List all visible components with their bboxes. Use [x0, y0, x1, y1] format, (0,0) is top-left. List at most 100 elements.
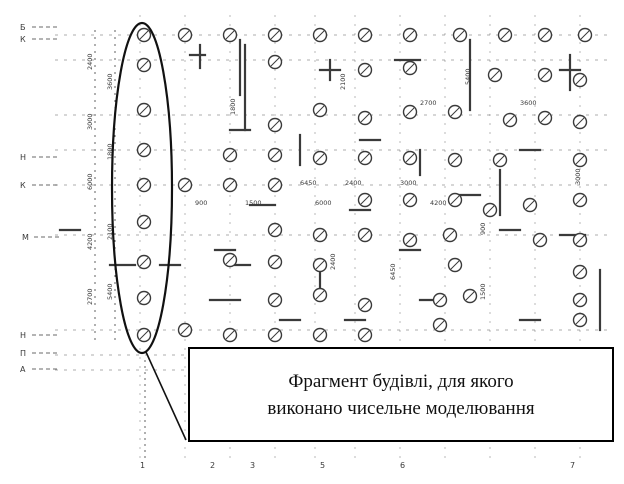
column-axis-label: 7	[570, 461, 575, 470]
column-hatch	[225, 150, 235, 160]
dimension-label: 2100	[106, 223, 114, 240]
column-marker	[177, 27, 193, 43]
column-marker	[136, 254, 152, 270]
column-axis-label: 5	[320, 461, 325, 470]
column-hatch	[505, 115, 515, 125]
column-marker	[267, 177, 283, 193]
column-hatch	[405, 153, 415, 163]
column-marker	[136, 177, 152, 193]
column-marker	[136, 142, 152, 158]
column-hatch	[360, 153, 370, 163]
column-hatch	[315, 330, 325, 340]
column-marker	[267, 292, 283, 308]
column-hatch	[575, 235, 585, 245]
column-hatch	[270, 330, 280, 340]
column-hatch	[270, 257, 280, 267]
column-hatch	[540, 113, 550, 123]
dimension-label: 3000	[400, 179, 417, 187]
column-hatch	[485, 205, 495, 215]
column-hatch	[139, 60, 149, 70]
column-hatch	[500, 30, 510, 40]
column-hatch	[360, 113, 370, 123]
column-hatch	[225, 180, 235, 190]
column-hatch	[225, 255, 235, 265]
callout-text-line-2: виконано чисельне моделювання	[267, 397, 535, 419]
column-hatch	[405, 30, 415, 40]
column-hatch	[580, 30, 590, 40]
column-marker	[447, 192, 463, 208]
column-hatch	[575, 315, 585, 325]
column-hatch	[450, 155, 460, 165]
dimension-label: 3600	[106, 73, 114, 90]
column-marker	[267, 147, 283, 163]
dimension-label: 6000	[315, 199, 332, 207]
column-marker	[487, 67, 503, 83]
dimension-label: 900	[479, 223, 487, 235]
column-hatch	[225, 330, 235, 340]
column-hatch	[360, 330, 370, 340]
column-hatch	[139, 257, 149, 267]
column-marker	[267, 222, 283, 238]
column-marker	[222, 177, 238, 193]
column-hatch	[450, 107, 460, 117]
column-marker	[462, 288, 478, 304]
column-marker	[572, 232, 588, 248]
column-marker	[357, 192, 373, 208]
column-marker	[267, 327, 283, 343]
column-hatch	[465, 291, 475, 301]
column-marker	[177, 177, 193, 193]
column-marker	[402, 192, 418, 208]
column-hatch	[270, 57, 280, 67]
column-marker	[177, 322, 193, 338]
column-hatch	[315, 230, 325, 240]
column-marker	[312, 27, 328, 43]
dimension-label: 2700	[86, 288, 94, 305]
column-marker	[222, 252, 238, 268]
column-marker	[357, 150, 373, 166]
column-hatch	[315, 30, 325, 40]
row-axis-label: К	[20, 181, 26, 190]
column-marker	[502, 112, 518, 128]
column-marker	[402, 27, 418, 43]
column-hatch	[360, 195, 370, 205]
dimension-label: 1800	[106, 143, 114, 160]
column-marker	[357, 297, 373, 313]
column-hatch	[540, 70, 550, 80]
column-hatch	[315, 105, 325, 115]
column-marker	[482, 202, 498, 218]
column-marker	[492, 152, 508, 168]
column-marker	[267, 117, 283, 133]
column-hatch	[575, 295, 585, 305]
column-hatch	[535, 235, 545, 245]
column-hatch	[445, 230, 455, 240]
column-hatch	[315, 260, 325, 270]
column-hatch	[525, 200, 535, 210]
column-marker	[267, 254, 283, 270]
column-marker	[537, 27, 553, 43]
dimension-label: 900	[195, 199, 207, 207]
row-axis-label: М	[22, 233, 29, 242]
dimension-label: 1800	[229, 98, 237, 115]
column-hatch	[490, 70, 500, 80]
column-marker	[136, 102, 152, 118]
column-marker	[136, 327, 152, 343]
dimension-label: 2400	[329, 253, 337, 270]
column-hatch	[225, 30, 235, 40]
column-marker	[447, 104, 463, 120]
highlighted-fragment-ellipse	[110, 21, 174, 355]
column-axis-label: 1	[140, 461, 145, 470]
column-marker	[402, 150, 418, 166]
column-hatch	[180, 180, 190, 190]
column-hatch	[180, 325, 190, 335]
column-hatch	[575, 117, 585, 127]
dimension-label: 3600	[520, 99, 537, 107]
column-marker	[452, 27, 468, 43]
dimension-label: 2400	[345, 179, 362, 187]
column-hatch	[405, 107, 415, 117]
column-hatch	[180, 30, 190, 40]
column-hatch	[575, 155, 585, 165]
callout-text-line-1: Фрагмент будівлі, для якого	[288, 370, 514, 392]
column-hatch	[450, 260, 460, 270]
